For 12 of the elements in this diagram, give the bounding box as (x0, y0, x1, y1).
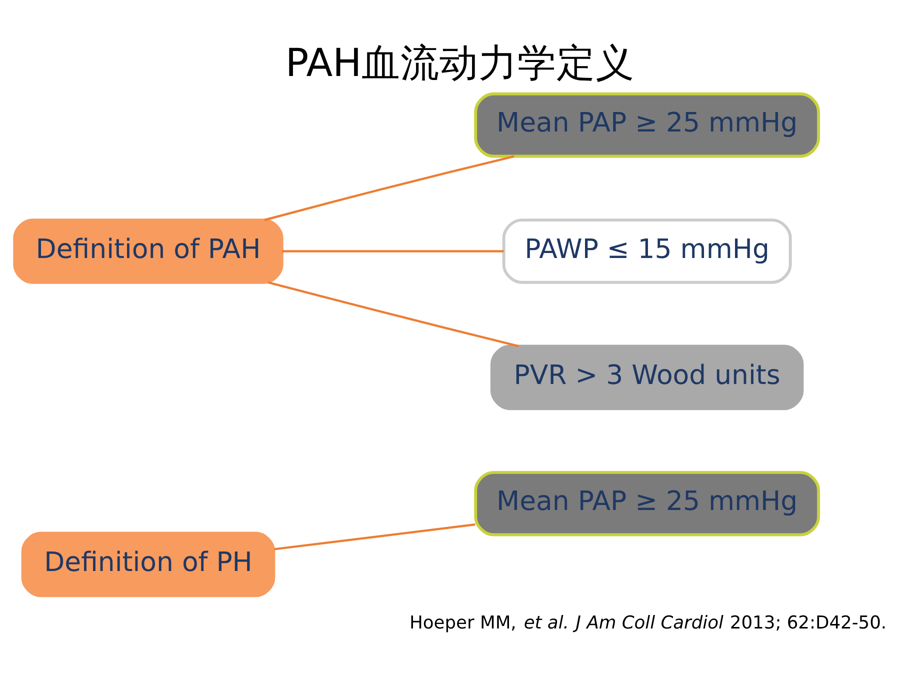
node-box: Mean PAP ≥ 25 mmHg (474, 470, 820, 536)
node-box: PAWP ≤ 15 mmHg (502, 218, 792, 284)
node-box: Mean PAP ≥ 25 mmHg (474, 92, 820, 158)
node-box: Definition of PH (21, 531, 276, 597)
connector (268, 280, 520, 347)
label: Hoeper MM, et al. J Am Coll Cardiol 2013; 62:D42-50. (410, 612, 887, 633)
node-box: Definition of PAH (13, 218, 284, 284)
connector (264, 154, 514, 221)
node-box: PVR > 3 Wood units (490, 344, 804, 410)
connector (282, 250, 504, 252)
diagram-title: PAH血流动力学定义 (285, 40, 635, 86)
connector (274, 522, 476, 550)
